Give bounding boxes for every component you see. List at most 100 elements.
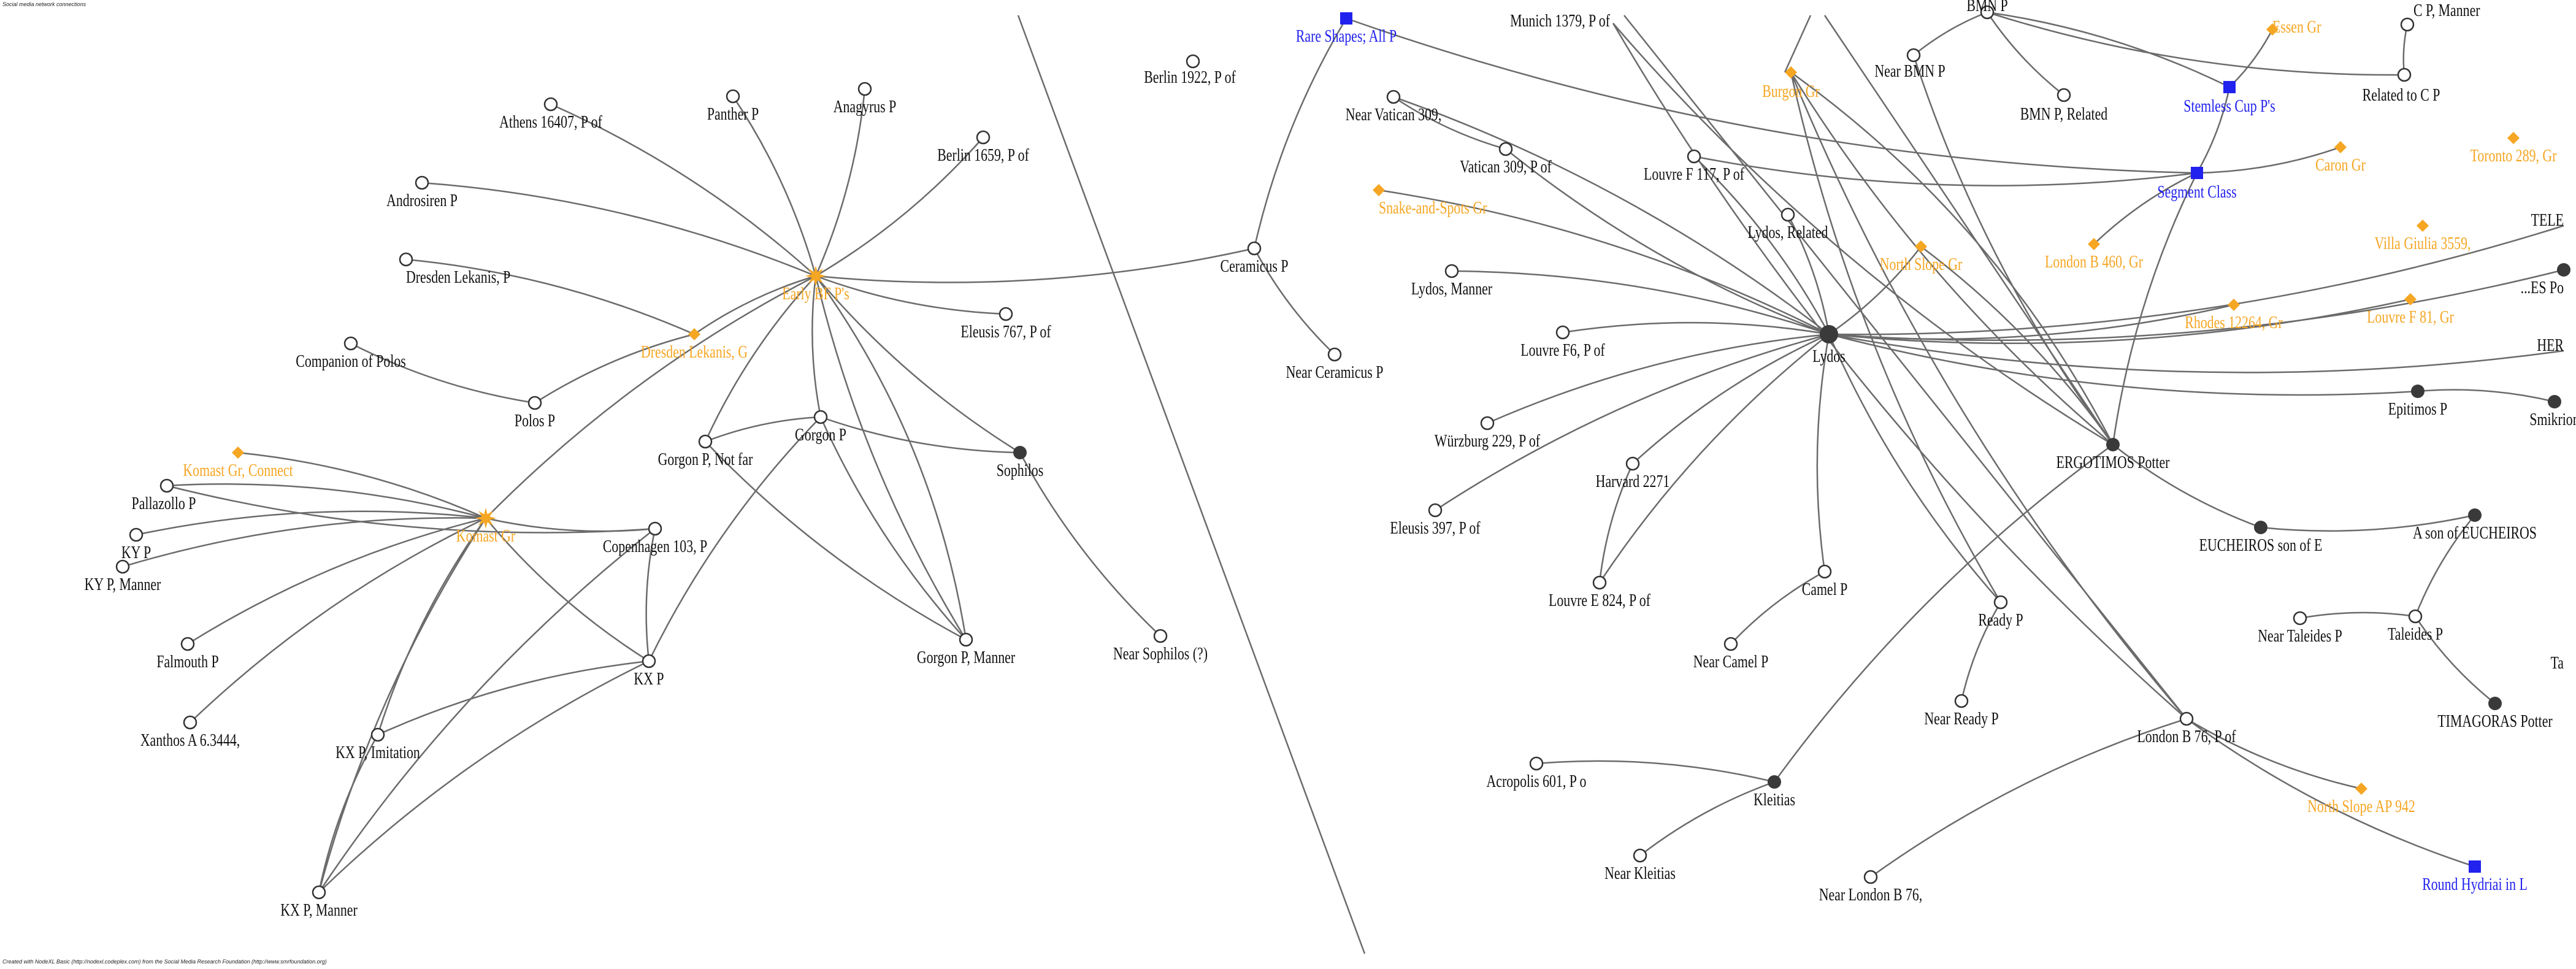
node-espo[interactable]: ...ES Po (2521, 263, 2570, 297)
node-falmouth[interactable]: Falmouth P (156, 637, 219, 672)
node-harvard[interactable]: Harvard 2271 (1596, 456, 1670, 491)
node-toronto[interactable]: Toronto 289, Gr (2471, 132, 2557, 166)
node-kxpmanner[interactable]: KX P, Manner (280, 885, 358, 920)
node-panther[interactable]: Panther P (707, 89, 759, 124)
node-marker (1980, 5, 1995, 20)
node-segment[interactable]: Segment Class (2157, 167, 2237, 202)
node-ta[interactable]: Ta (2550, 654, 2564, 673)
node-marker (115, 559, 130, 574)
node-marker (2223, 81, 2236, 93)
node-kxpimitation[interactable]: KX P, Imitation (335, 727, 420, 762)
edge (237, 451, 486, 519)
node-companion[interactable]: Companion of Polos (296, 336, 406, 371)
node-taleides[interactable]: Taleides P (2388, 609, 2443, 644)
node-nearcamel[interactable]: Near Camel P (1693, 637, 1768, 672)
node-nearvatican[interactable]: Near Vatican 309, (1346, 90, 1442, 124)
node-burgon[interactable]: Burgon Gr (1762, 66, 1820, 101)
node-caron[interactable]: Caron Gr (2315, 141, 2366, 175)
node-louvref6[interactable]: Louvre F6, P of (1520, 325, 1605, 360)
node-tele[interactable]: TELE (2531, 212, 2564, 230)
node-dresdenlekG[interactable]: Dresden Lekanis, G (641, 328, 748, 362)
node-label: Related to C P (2363, 86, 2440, 105)
node-nearbmn[interactable]: Near BMN P (1874, 48, 1945, 81)
node-bmnrel[interactable]: BMN P, Related (2020, 88, 2108, 124)
edge (819, 416, 967, 640)
node-wurzburg[interactable]: Würzburg 229, P of (1435, 416, 1541, 451)
node-lydosrel[interactable]: Lydos, Related (1748, 207, 1828, 242)
node-nearkleitias[interactable]: Near Kleitias (1604, 848, 1676, 883)
node-sonofeuch[interactable]: A son of EUCHEIROS (2413, 508, 2537, 543)
node-nearsophilos[interactable]: Near Sophilos (?) (1113, 629, 1208, 664)
node-ergotimos[interactable]: ERGOTIMOS Potter (2057, 438, 2170, 472)
node-marker (1186, 54, 1200, 69)
node-rhodes[interactable]: Rhodes 12264, Gr (2185, 299, 2283, 332)
node-neartaleides[interactable]: Near Taleides P (2258, 611, 2342, 646)
node-roundhydriai[interactable]: Round Hydriai in L (2422, 860, 2528, 894)
node-marker (959, 632, 973, 647)
node-stemless[interactable]: Stemless Cup P's (2183, 81, 2275, 116)
node-nearceramicus[interactable]: Near Ceramicus P (1286, 347, 1384, 382)
node-epitimos[interactable]: Epitimos P (2388, 385, 2447, 419)
node-northslope[interactable]: North Slope Gr (1880, 240, 1963, 274)
node-northslopeap[interactable]: North Slope AP 942 (2307, 783, 2415, 816)
node-copenhagen[interactable]: Copenhagen 103, P (603, 521, 707, 556)
node-polos[interactable]: Polos P (515, 396, 555, 431)
node-readyp[interactable]: Ready P (1978, 595, 2023, 630)
node-berlin1922[interactable]: Berlin 1922, P of (1144, 54, 1236, 87)
node-sophilos[interactable]: Sophilos (997, 446, 1043, 480)
node-kleitias[interactable]: Kleitias (1754, 775, 1795, 810)
node-villagiulia[interactable]: Villa Giulia 3559, (2375, 220, 2471, 253)
node-lydosmanner[interactable]: Lydos, Manner (1411, 264, 1493, 299)
node-snake[interactable]: Snake-and-Spots Gr (1373, 184, 1487, 218)
node-nearlondonb76[interactable]: Near London B 76, (1819, 870, 1923, 905)
node-rare[interactable]: Rare Shapes; All P (1296, 12, 1397, 46)
node-londonb460[interactable]: London B 460, Gr (2045, 238, 2144, 272)
node-louvref81[interactable]: Louvre F 81, Gr (2367, 293, 2454, 327)
node-louvref117[interactable]: Louvre F 117, P of (1644, 149, 1744, 184)
node-timagoras[interactable]: TIMAGORAS Potter (2437, 697, 2553, 731)
node-label: Copenhagen 103, P (603, 538, 707, 556)
node-bmnp[interactable]: BMN P (1966, 0, 2008, 20)
node-label: London B 76, P of (2137, 728, 2236, 746)
edge (190, 517, 486, 723)
node-ceramicus[interactable]: Ceramicus P (1221, 241, 1289, 276)
node-label: Berlin 1922, P of (1144, 69, 1236, 87)
node-eleusis397[interactable]: Eleusis 397, P of (1390, 503, 1481, 538)
node-gorgonnotfar[interactable]: Gorgon P, Not far (658, 434, 753, 469)
node-xanthos[interactable]: Xanthos A 6.3444, (140, 715, 240, 750)
edge (1487, 333, 1830, 424)
node-komastconn[interactable]: Komast Gr, Connect (183, 446, 293, 480)
node-kyp[interactable]: KY P (121, 527, 151, 562)
edge (1920, 245, 2114, 445)
node-komast[interactable]: Komast Gr (456, 508, 516, 546)
edge (1253, 248, 1335, 355)
node-berlin1659[interactable]: Berlin 1659, P of (937, 130, 1029, 165)
node-essen[interactable]: Essen Gr (2266, 18, 2321, 37)
node-athens[interactable]: Athens 16407, P of (499, 97, 602, 132)
node-munich[interactable]: Munich 1379, P of (1510, 12, 1610, 31)
node-her[interactable]: HER (2537, 337, 2564, 355)
node-vatican309[interactable]: Vatican 309, P of (1460, 142, 1552, 177)
node-pallazollo[interactable]: Pallazollo P (132, 478, 196, 513)
node-kypmanner[interactable]: KY P, Manner (85, 559, 161, 594)
node-label: Kleitias (1754, 791, 1795, 810)
node-kxp[interactable]: KX P (634, 654, 664, 689)
node-cpmanner[interactable]: C P, Manner (2400, 2, 2480, 32)
node-acropolis[interactable]: Acropolis 601, P o (1487, 756, 1587, 791)
node-gorgonmanner[interactable]: Gorgon P, Manner (917, 632, 1016, 667)
node-camelp[interactable]: Camel P (1802, 564, 1848, 599)
node-anagyrus[interactable]: Anagyrus P (834, 82, 896, 117)
node-gorgonp[interactable]: Gorgon P (795, 410, 846, 445)
node-londonb76[interactable]: London B 76, P of (2137, 711, 2236, 746)
node-smikrion[interactable]: Smikrion (2529, 395, 2576, 429)
node-earlybf[interactable]: Early BF P's (782, 266, 849, 304)
node-eucheiros[interactable]: EUCHEIROS son of E (2199, 521, 2323, 555)
node-nearready[interactable]: Near Ready P (1924, 694, 1999, 729)
node-marker (1768, 775, 1781, 789)
node-androsiren[interactable]: Androsiren P (386, 175, 458, 210)
node-eleusis767[interactable]: Eleusis 767, P of (960, 307, 1051, 342)
node-relatedcp[interactable]: Related to C P (2363, 67, 2440, 105)
node-louvree824[interactable]: Louvre E 824, P of (1549, 575, 1651, 610)
node-lydos[interactable]: Lydos (1812, 325, 1846, 366)
node-dresdenlek[interactable]: Dresden Lekanis, P (399, 252, 510, 287)
